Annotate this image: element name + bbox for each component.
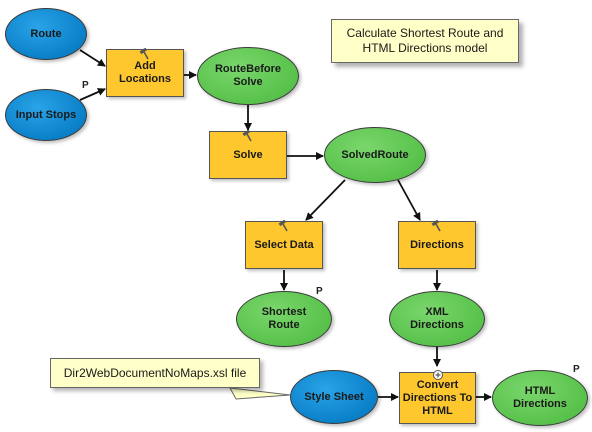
hammer-icon [431, 220, 441, 232]
routebefore-line2: Solve [233, 76, 263, 88]
shortest-route-parameter-marker: P [316, 286, 323, 297]
input-stops-variable[interactable]: Input Stops [5, 89, 87, 141]
xml-directions-variable[interactable]: XML Directions [389, 291, 485, 347]
add-locations-label: Add Locations [119, 60, 171, 85]
title-note: Calculate Shortest Route and HTML Direct… [331, 19, 519, 63]
shortest-route-line2: Route [268, 319, 300, 331]
convert-directions-tool[interactable]: Convert Directions To HTML [399, 370, 476, 424]
title-note-line1: Calculate Shortest Route and [346, 26, 504, 40]
select-data-tool[interactable]: Select Data [245, 220, 323, 269]
html-directions-variable[interactable]: HTML Directions [492, 370, 588, 426]
shortest-route-variable[interactable]: Shortest Route [236, 291, 332, 347]
select-data-label: Select Data [254, 238, 314, 251]
edge-solvedroute-to-select-data [305, 179, 346, 221]
edge-input-stops-to-add-locations [79, 88, 106, 101]
hammer-icon [139, 48, 149, 60]
callout-text: Dir2WebDocumentNoMaps.xsl file [50, 358, 260, 388]
edge-solvedroute-to-directions [397, 179, 421, 221]
solvedroute-variable[interactable]: SolvedRoute [324, 127, 426, 183]
html-directions-parameter-marker: P [573, 364, 580, 375]
xml-directions-line2: Directions [410, 319, 464, 331]
callout-pointer [229, 387, 291, 400]
solve-label: Solve [233, 148, 263, 161]
hammer-icon [278, 220, 288, 232]
title-note-line2: HTML Directions model [362, 41, 488, 55]
input-stops-label: Input Stops [15, 108, 77, 121]
routebefore-solve-variable[interactable]: RouteBefore Solve [197, 47, 299, 105]
shortest-route-line1: Shortest [261, 306, 307, 318]
add-locations-tool[interactable]: Add Locations [106, 48, 184, 97]
xml-directions-line1: XML [425, 306, 449, 318]
convert-line1: Convert [416, 378, 459, 391]
solve-tool[interactable]: Solve [209, 130, 287, 179]
html-directions-line2: Directions [513, 398, 567, 410]
convert-line2: Directions To [402, 391, 473, 404]
html-directions-line1: HTML [524, 385, 556, 397]
route-label: Route [30, 27, 62, 40]
style-sheet-label: Style Sheet [304, 390, 364, 403]
solvedroute-label: SolvedRoute [341, 148, 409, 161]
input-stops-parameter-marker: P [82, 80, 89, 91]
style-sheet-variable[interactable]: Style Sheet [290, 370, 378, 424]
edge-route-to-add-locations [79, 49, 106, 67]
directions-tool[interactable]: Directions [398, 220, 476, 269]
directions-label: Directions [410, 238, 464, 251]
convert-line3: HTML [422, 404, 453, 417]
route-variable[interactable]: Route [5, 8, 87, 60]
stylesheet-callout: Dir2WebDocumentNoMaps.xsl file [50, 358, 260, 388]
hammer-icon [242, 130, 252, 142]
routebefore-line1: RouteBefore [214, 63, 281, 75]
script-icon [432, 370, 443, 380]
